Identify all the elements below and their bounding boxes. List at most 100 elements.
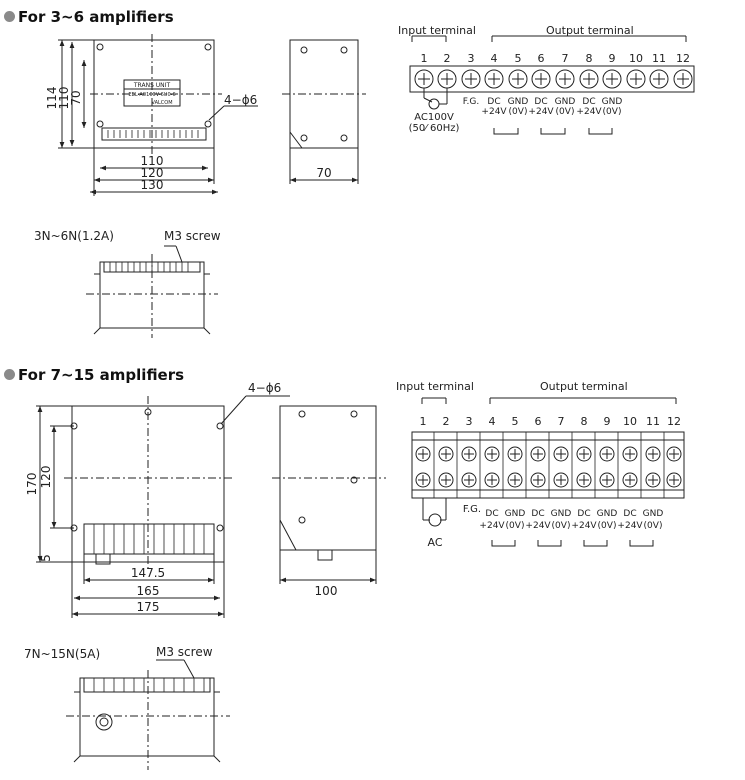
svg-text:GND: GND	[555, 97, 576, 107]
ac-label: AC100V	[414, 112, 454, 123]
svg-text:(0V): (0V)	[644, 521, 663, 531]
svg-text:9: 9	[604, 415, 611, 428]
dim-h-inner: 70	[69, 90, 83, 105]
dim-holes: 4−ϕ6	[224, 93, 257, 107]
svg-text:+24V: +24V	[525, 521, 551, 531]
dim-h-outer: 114	[45, 87, 59, 110]
s1-terminal-screws	[414, 69, 693, 89]
s2-side-view	[272, 405, 386, 584]
s1-model-label: 3N~6N(1.2A)	[34, 229, 114, 243]
svg-text:DC: DC	[582, 97, 595, 107]
s1-front-view	[58, 34, 258, 196]
s1-screw-label: M3 screw	[164, 229, 221, 243]
dim-w3: 175	[137, 600, 160, 614]
ac-source-icon	[428, 513, 442, 527]
dim-holes: 4−ϕ6	[248, 381, 281, 395]
s1-bottom-view	[86, 245, 218, 338]
svg-text:5: 5	[512, 415, 519, 428]
svg-text:+24V: +24V	[528, 107, 554, 117]
svg-text:1: 1	[421, 52, 428, 65]
svg-text:GND: GND	[602, 97, 623, 107]
dim-h-small: 5	[39, 554, 53, 562]
svg-text:DC: DC	[485, 509, 498, 519]
nameplate-line2: EBL-AC100V-6U0-6	[128, 92, 175, 98]
ac-label: AC	[427, 536, 442, 549]
svg-text:DC: DC	[487, 97, 500, 107]
dim-w3: 130	[141, 178, 164, 192]
svg-text:GND: GND	[597, 509, 618, 519]
svg-text:8: 8	[581, 415, 588, 428]
s2-terminal-screws-bottom	[415, 472, 682, 488]
s2-model-label: 7N~15N(5A)	[24, 647, 100, 661]
s2-front-view	[36, 395, 290, 618]
svg-text:10: 10	[623, 415, 637, 428]
s2-terminal-block	[411, 397, 685, 547]
nameplate-line3: VALCOM	[151, 100, 172, 106]
svg-text:+24V: +24V	[571, 521, 597, 531]
dim-h-mid: 120	[39, 466, 53, 489]
section2-heading: For 7~15 amplifiers	[4, 366, 184, 384]
s2-terminal-labels: Input terminal Output terminal 1 2 3 4 5…	[396, 380, 681, 549]
dim-h-outer: 170	[25, 473, 39, 496]
s2-front-dim-labels: 170 120 5 147.5 165 175 4−ϕ6	[25, 381, 281, 614]
svg-text:9: 9	[609, 52, 616, 65]
svg-text:DC: DC	[577, 509, 590, 519]
svg-text:8: 8	[586, 52, 593, 65]
s1-terminal-labels: Input terminal Output terminal 1 2 3 4 5…	[398, 24, 690, 134]
svg-text:DC: DC	[623, 509, 636, 519]
svg-text:GND: GND	[551, 509, 572, 519]
svg-text:10: 10	[629, 52, 643, 65]
output-terminal-label: Output terminal	[546, 24, 634, 37]
svg-text:11: 11	[646, 415, 660, 428]
svg-text:DC: DC	[534, 97, 547, 107]
svg-text:2: 2	[443, 415, 450, 428]
side-depth-label: 100	[315, 584, 338, 598]
nameplate-line1: TRANS UNIT	[133, 82, 171, 89]
svg-text:3: 3	[468, 52, 475, 65]
svg-text:3: 3	[466, 415, 473, 428]
output-terminal-label: Output terminal	[540, 380, 628, 393]
svg-text:7: 7	[562, 52, 569, 65]
s2-screw-label: M3 screw	[156, 645, 213, 659]
section2-heading-text: For 7~15 amplifiers	[18, 366, 185, 384]
svg-text:+24V: +24V	[481, 107, 507, 117]
svg-text:11: 11	[652, 52, 666, 65]
s2-terminal-screws-top	[415, 446, 682, 462]
svg-text:GND: GND	[508, 97, 529, 107]
svg-text:(0V): (0V)	[603, 107, 622, 117]
svg-text:2: 2	[444, 52, 451, 65]
svg-text:12: 12	[676, 52, 690, 65]
input-terminal-label: Input terminal	[398, 24, 476, 37]
svg-text:+24V: +24V	[617, 521, 643, 531]
dim-w1: 147.5	[131, 566, 165, 580]
svg-text:12: 12	[667, 415, 681, 428]
svg-text:(0V): (0V)	[506, 521, 525, 531]
ac-freq: (50⁄ 60Hz)	[409, 123, 460, 134]
dim-w2: 120	[141, 166, 164, 180]
side-depth-label: 70	[316, 166, 331, 180]
dim-w2: 165	[137, 584, 160, 598]
bullet-icon	[4, 11, 15, 22]
svg-text:6: 6	[538, 52, 545, 65]
bullet-icon	[4, 369, 15, 380]
svg-text:+24V: +24V	[576, 107, 602, 117]
svg-text:5: 5	[515, 52, 522, 65]
svg-text:GND: GND	[643, 509, 664, 519]
svg-text:4: 4	[489, 415, 496, 428]
svg-text:(0V): (0V)	[598, 521, 617, 531]
s1-front-dim-labels: 114 110 70 110 120 130 4−ϕ6 TRANS UNIT E…	[45, 82, 257, 192]
svg-text:4: 4	[491, 52, 498, 65]
svg-text:6: 6	[535, 415, 542, 428]
svg-text:DC: DC	[531, 509, 544, 519]
fg-label: F.G.	[463, 504, 481, 515]
svg-text:(0V): (0V)	[556, 107, 575, 117]
s2-bottom-view	[66, 659, 230, 770]
input-terminal-label: Input terminal	[396, 380, 474, 393]
svg-text:GND: GND	[505, 509, 526, 519]
section1-heading-text: For 3~6 amplifiers	[18, 8, 174, 26]
svg-text:1: 1	[420, 415, 427, 428]
s1-side-view	[282, 39, 366, 184]
svg-text:7: 7	[558, 415, 565, 428]
section1-heading: For 3~6 amplifiers	[4, 8, 174, 26]
